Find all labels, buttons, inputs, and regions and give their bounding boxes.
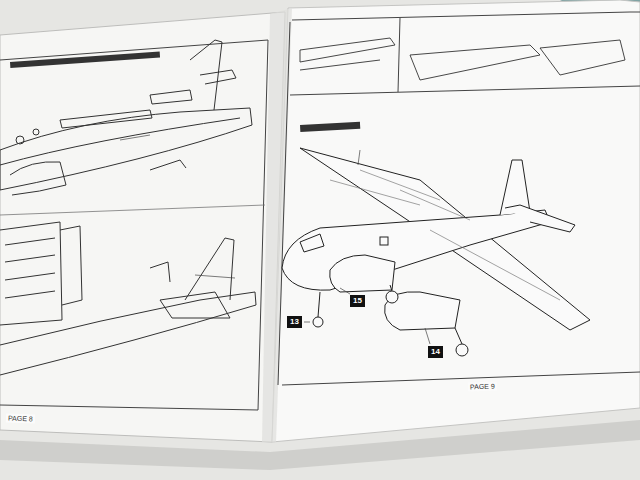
spine [262,8,292,442]
fuselage-drawing [0,40,252,195]
right-page [272,0,640,442]
leader-line [120,135,235,278]
step-header [300,122,360,132]
wing-detail [300,38,625,80]
panel-line [330,170,560,300]
fuselage-drawing [0,222,256,375]
leader-line [304,150,430,344]
page-frame [0,40,268,410]
callout-number: 14 [428,346,443,358]
callout-number: 13 [287,316,302,328]
left-page [0,12,285,442]
page-number: PAGE 9 [468,382,497,392]
step-header [10,52,160,68]
page-number: PAGE 8 [6,414,35,424]
page-frame [278,12,640,385]
panel-divider [0,205,265,215]
aircraft-drawing [282,148,590,356]
callout-number: 15 [350,295,365,307]
